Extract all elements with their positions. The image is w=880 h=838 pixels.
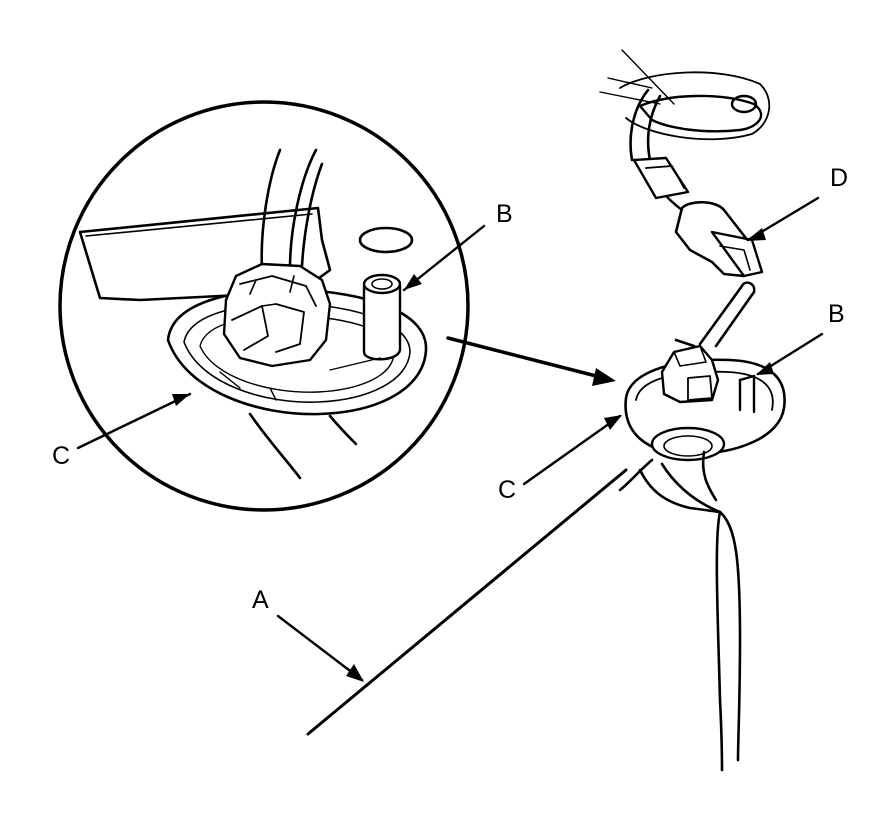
- callout-detail-b: B: [496, 200, 513, 228]
- main-leader-a: [276, 614, 364, 682]
- callout-main-d: D: [830, 164, 849, 192]
- detail-leader-b: [402, 224, 486, 292]
- detail-to-part-arrow: [446, 336, 616, 386]
- detail-leader-c: [76, 392, 192, 450]
- main-leader-b: [756, 332, 824, 376]
- main-leader-c: [522, 414, 622, 486]
- main-assembly: [599, 49, 786, 772]
- callout-detail-c: C: [52, 442, 71, 470]
- detail-magnifier: [58, 100, 470, 512]
- callout-main-a: A: [252, 586, 269, 614]
- main-leader-d: [746, 196, 820, 242]
- callout-main-b: B: [828, 300, 845, 328]
- hose-outline-a: [306, 468, 628, 736]
- callout-main-c: C: [498, 476, 517, 504]
